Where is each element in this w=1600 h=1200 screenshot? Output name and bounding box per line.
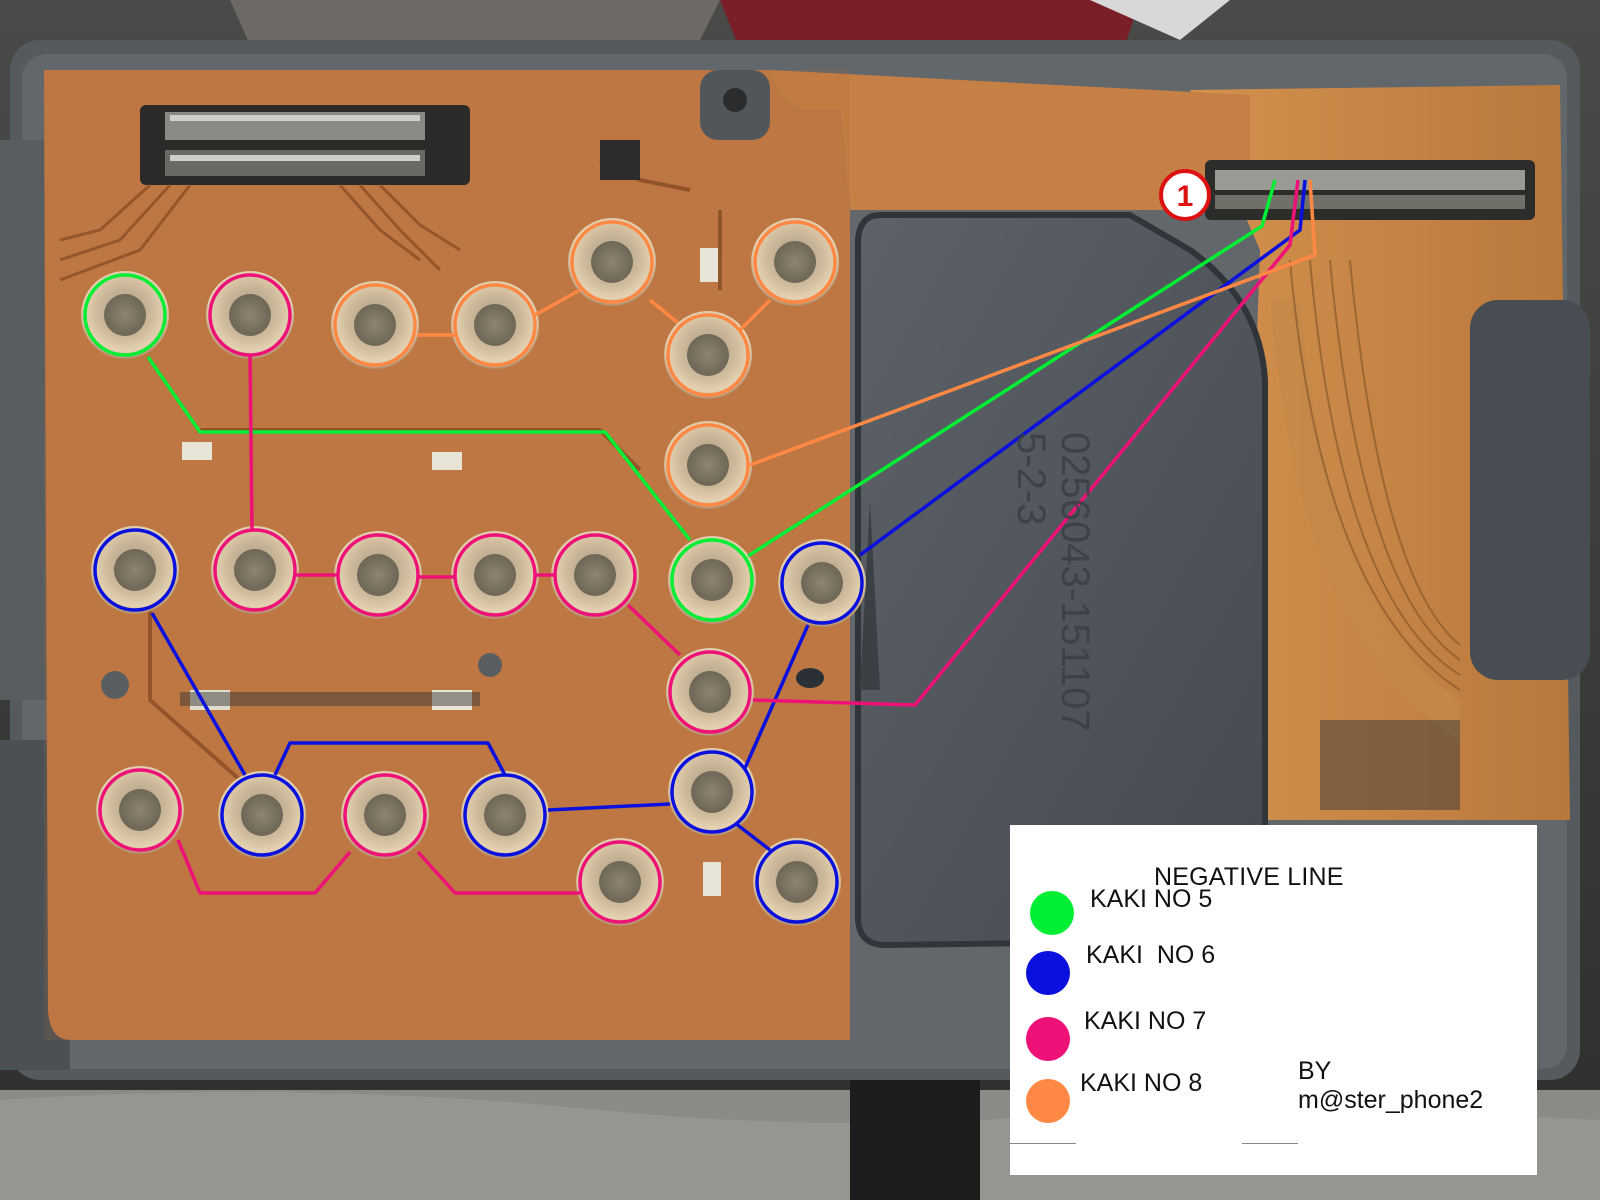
- contact-pad: [218, 771, 306, 859]
- annotation-trace: [749, 179, 1317, 467]
- annotation-trace: [150, 612, 247, 776]
- contact-pad: [461, 771, 549, 859]
- contact-pad: [91, 526, 179, 614]
- silkscreen-line-2: 5-2-3: [1009, 432, 1053, 525]
- annotation-trace: [626, 603, 682, 657]
- contact-pad: [551, 531, 639, 619]
- silkscreen-line-1: 0256043-151107: [1053, 432, 1097, 732]
- legend-label-kaki-5: KAKI NO 5: [1090, 885, 1213, 913]
- pad-highlight-ring: [570, 220, 654, 304]
- annotation-trace: [273, 741, 507, 776]
- annotation-trace: [534, 288, 581, 317]
- pad-highlight-ring: [755, 840, 839, 924]
- contact-pad: [568, 218, 656, 306]
- contact-pads: [81, 218, 866, 926]
- legend-item-kaki-6: KAKI NO 6: [1010, 941, 1410, 995]
- pad-highlight-ring: [780, 541, 864, 625]
- orange-dot-icon: [1026, 1079, 1070, 1123]
- pad-highlight-ring: [670, 750, 754, 834]
- contact-pad: [576, 838, 664, 926]
- contact-pad: [451, 531, 539, 619]
- pad-highlight-ring: [98, 768, 182, 852]
- credit-line-1: BY: [1298, 1057, 1332, 1085]
- contact-pad: [334, 531, 422, 619]
- contact-pad: [451, 281, 539, 369]
- pad-highlight-ring: [220, 773, 304, 857]
- contact-pad: [753, 838, 841, 926]
- contact-pad: [206, 271, 294, 359]
- contact-pad: [341, 771, 429, 859]
- contact-pad: [751, 218, 839, 306]
- blue-dot-icon: [1026, 951, 1070, 995]
- green-dot-icon: [1030, 891, 1074, 935]
- pin-one-marker: [1159, 169, 1211, 221]
- contact-pad: [664, 421, 752, 509]
- credit-text: BY m@ster_phone2: [1298, 1057, 1483, 1115]
- annotation-trace: [416, 850, 580, 895]
- contact-pad: [778, 539, 866, 627]
- annotation-trace: [738, 298, 772, 332]
- pad-highlight-ring: [93, 528, 177, 612]
- annotation-trace: [752, 179, 1300, 707]
- contact-pad: [211, 526, 299, 614]
- annotation-trace: [743, 624, 810, 769]
- contact-pad: [666, 648, 754, 736]
- pad-highlight-ring: [213, 528, 297, 612]
- legend-panel: NEGATIVE LINE KAKI NO 5 KAKI NO 6 KAKI N…: [1010, 825, 1537, 1175]
- legend-title: NEGATIVE LINE: [1154, 863, 1344, 891]
- annotation-trace: [648, 298, 680, 325]
- contact-pad: [668, 536, 756, 624]
- pad-highlight-ring: [333, 283, 417, 367]
- legend-label-kaki-6: KAKI NO 6: [1086, 941, 1216, 969]
- silkscreen-text: 0256043-151107 5-2-3: [1009, 432, 1097, 732]
- pad-highlight-ring: [453, 283, 537, 367]
- legend-item-kaki-8: KAKI NO 8: [1010, 1069, 1410, 1123]
- annotation-trace: [176, 839, 352, 895]
- legend-item-kaki-7: KAKI NO 7: [1010, 1007, 1410, 1061]
- pad-highlight-ring: [753, 220, 837, 304]
- contact-pad: [668, 748, 756, 836]
- pad-highlight-ring: [453, 533, 537, 617]
- legend-label-kaki-8: KAKI NO 8: [1080, 1069, 1203, 1097]
- contact-pad: [96, 766, 184, 854]
- divider: [1010, 1143, 1076, 1144]
- annotation-trace: [547, 802, 671, 812]
- annotation-traces: [146, 179, 1317, 895]
- pad-highlight-ring: [670, 538, 754, 622]
- pink-dot-icon: [1026, 1017, 1070, 1061]
- annotation-trace: [146, 356, 692, 542]
- pad-highlight-ring: [343, 773, 427, 857]
- legend-item-kaki-5: KAKI NO 5: [1010, 885, 1410, 935]
- legend-label-kaki-7: KAKI NO 7: [1084, 1007, 1207, 1035]
- annotation-trace: [248, 354, 254, 533]
- annotation-trace: [733, 821, 772, 852]
- pad-highlight-ring: [83, 273, 167, 357]
- pad-highlight-ring: [666, 423, 750, 507]
- divider: [1242, 1143, 1298, 1144]
- pad-highlight-ring: [668, 650, 752, 734]
- pad-highlight-ring: [578, 840, 662, 924]
- contact-pad: [331, 281, 419, 369]
- pin-one-label: 1: [1177, 180, 1194, 213]
- annotation-trace: [747, 179, 1277, 558]
- credit-line-2: m@ster_phone2: [1298, 1086, 1484, 1114]
- contact-pad: [81, 271, 169, 359]
- annotation-trace: [858, 179, 1307, 557]
- pad-highlight-ring: [666, 313, 750, 397]
- contact-pad: [664, 311, 752, 399]
